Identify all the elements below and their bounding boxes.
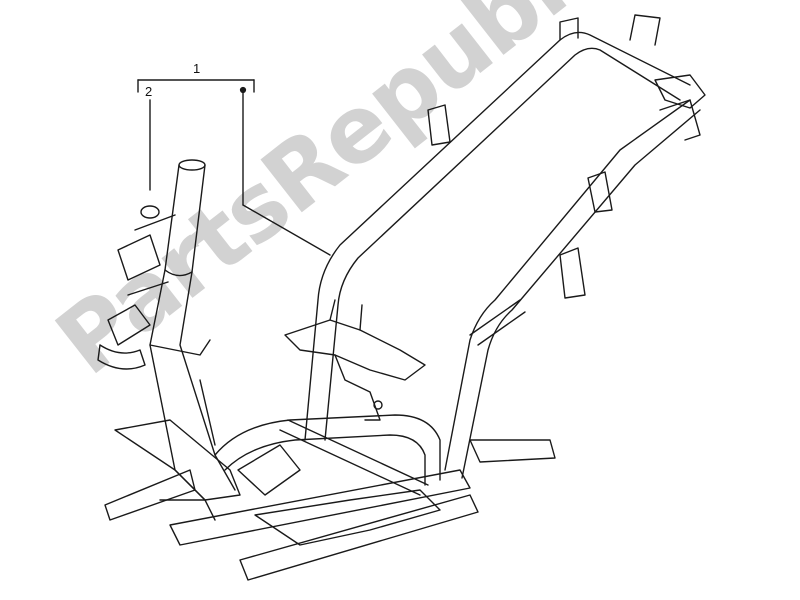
floor-loop <box>214 414 441 496</box>
leader-dot <box>239 86 247 94</box>
front-down-tubes <box>149 269 236 501</box>
lower-floor-rails <box>104 419 556 581</box>
steering-head-tube <box>97 159 206 370</box>
callout-2: 2 <box>145 84 153 99</box>
callout-bracket <box>137 79 331 256</box>
callout-1: 1 <box>193 61 201 76</box>
main-frame-rails <box>304 14 706 479</box>
central-bracket <box>284 299 426 421</box>
